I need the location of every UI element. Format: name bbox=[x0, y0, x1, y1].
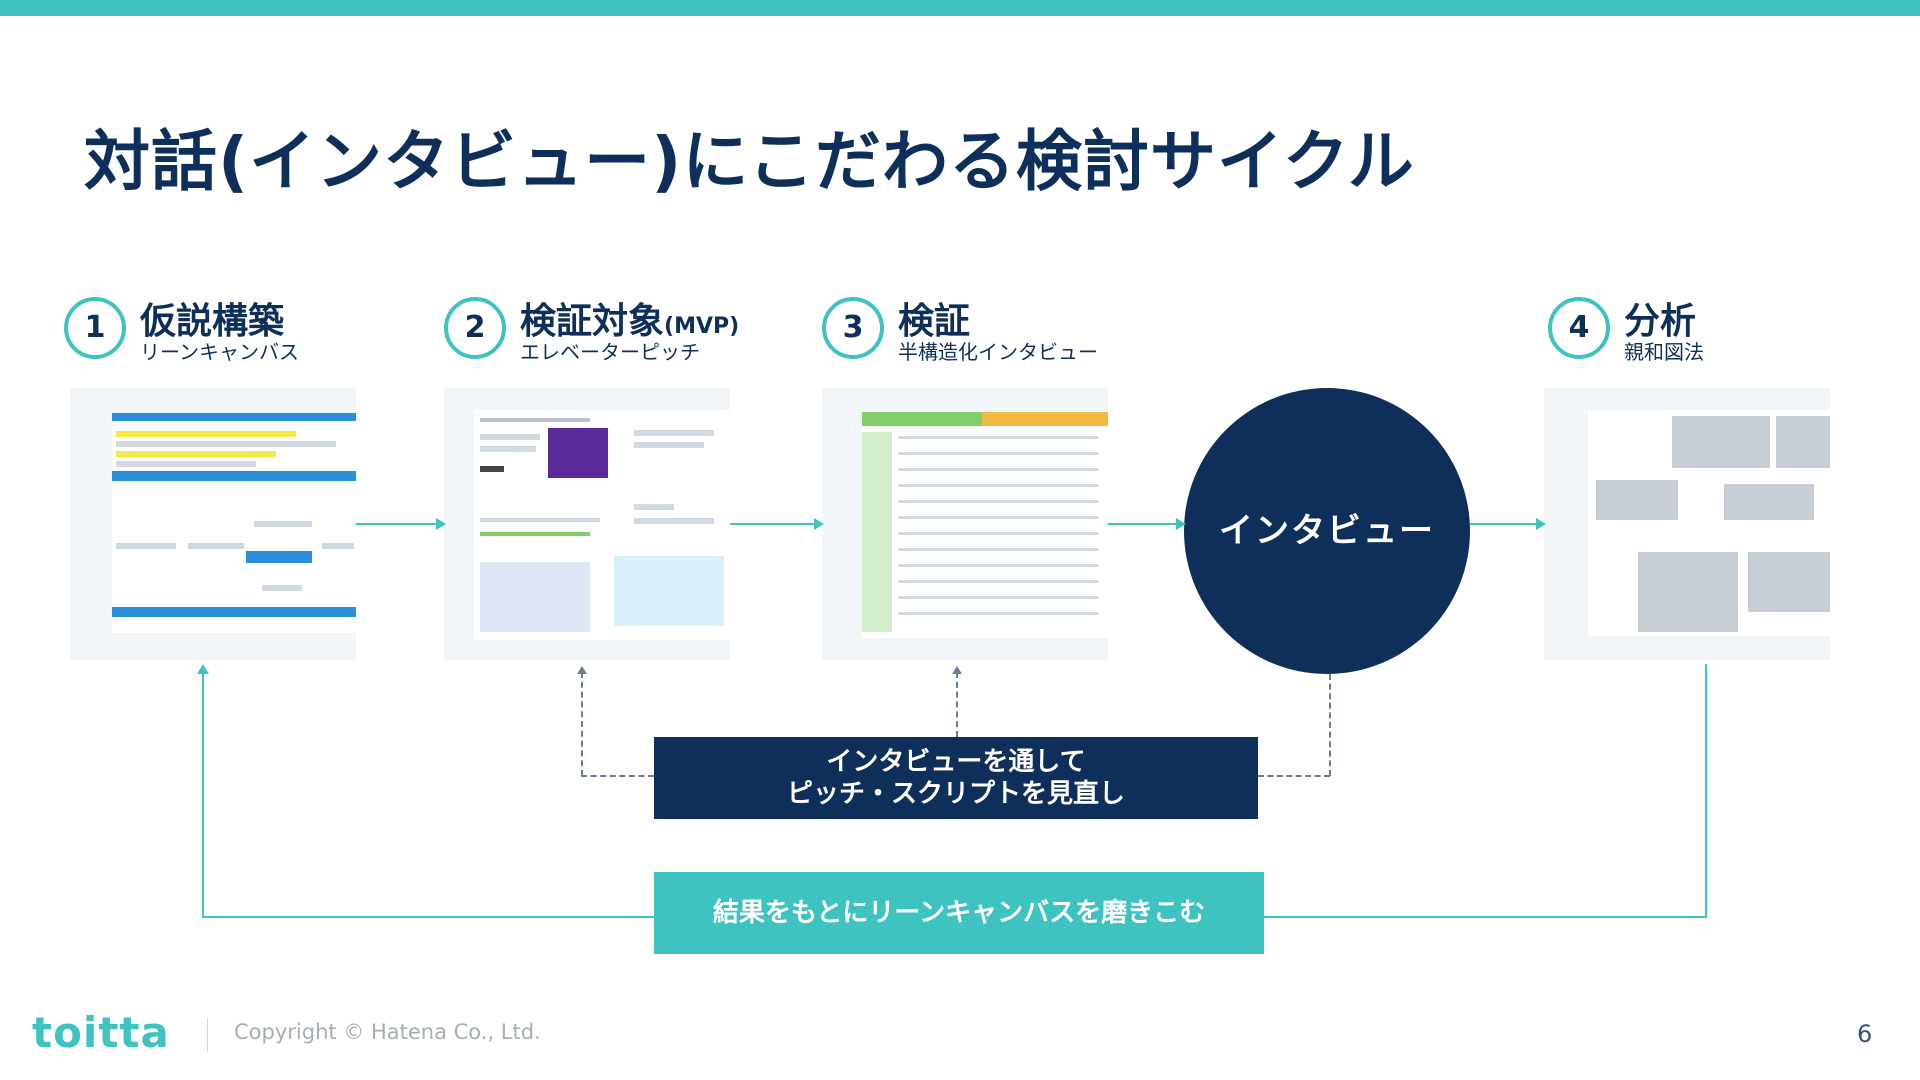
arrow-icon bbox=[197, 664, 209, 674]
affinity-diagram-thumbnail bbox=[1544, 388, 1830, 660]
step-title: 分析 bbox=[1624, 301, 1697, 342]
step-subtitle: エレベーターピッチ bbox=[520, 340, 700, 364]
toitta-logo: toitta bbox=[32, 1008, 170, 1057]
arrow-icon bbox=[1536, 518, 1546, 530]
page-title: 対話(インタビュー)にこだわる検討サイクル bbox=[84, 123, 1415, 200]
feedback-box-line1: インタビューを通して bbox=[826, 747, 1086, 777]
loop-line-left-horizontal bbox=[202, 916, 654, 918]
step-title: 検証 bbox=[898, 301, 971, 342]
loop-line-left-vertical bbox=[202, 672, 204, 918]
feedback-line-to-pitch bbox=[581, 672, 583, 776]
feedback-box-line2: ピッチ・スクリプトを見直し bbox=[786, 779, 1125, 809]
step-number: 3 bbox=[822, 297, 884, 359]
step-title-suffix: (MVP) bbox=[664, 314, 740, 339]
feedback-line-from-interview bbox=[1329, 674, 1331, 776]
step-number: 4 bbox=[1548, 297, 1610, 359]
top-accent-bar bbox=[0, 0, 1920, 16]
connector-1-2 bbox=[356, 523, 444, 525]
feedback-line-right bbox=[1258, 775, 1330, 777]
step-number: 1 bbox=[64, 297, 126, 359]
arrow-icon bbox=[577, 666, 587, 674]
step-title: 仮説構築 bbox=[140, 301, 285, 342]
arrow-icon bbox=[814, 518, 824, 530]
arrow-icon bbox=[952, 666, 962, 674]
step-title: 検証対象(MVP) bbox=[520, 301, 740, 342]
loop-line-right-vertical bbox=[1705, 664, 1707, 918]
loop-line-right-horizontal bbox=[1264, 916, 1707, 918]
feedback-line-left bbox=[581, 775, 654, 777]
elevator-pitch-thumbnail bbox=[444, 388, 730, 660]
loop-box: 結果をもとにリーンキャンバスを磨きこむ bbox=[654, 872, 1264, 954]
interview-script-thumbnail bbox=[822, 388, 1108, 660]
footer-divider bbox=[207, 1018, 208, 1052]
arrow-icon bbox=[1176, 518, 1186, 530]
step-subtitle: 半構造化インタビュー bbox=[898, 340, 1098, 364]
interview-circle: インタビュー bbox=[1184, 388, 1470, 674]
arrow-icon bbox=[436, 518, 446, 530]
copyright-text: Copyright © Hatena Co., Ltd. bbox=[234, 1020, 541, 1044]
connector-interview-4 bbox=[1470, 523, 1544, 525]
step-subtitle: リーンキャンバス bbox=[140, 340, 299, 364]
step-number: 2 bbox=[444, 297, 506, 359]
feedback-line-to-script bbox=[956, 672, 958, 737]
page-number: 6 bbox=[1857, 1020, 1873, 1048]
step-subtitle: 親和図法 bbox=[1624, 340, 1704, 364]
connector-2-3 bbox=[730, 523, 822, 525]
connector-3-interview bbox=[1108, 523, 1184, 525]
lean-canvas-thumbnail bbox=[70, 388, 356, 660]
feedback-box: インタビューを通して ピッチ・スクリプトを見直し bbox=[654, 737, 1258, 819]
